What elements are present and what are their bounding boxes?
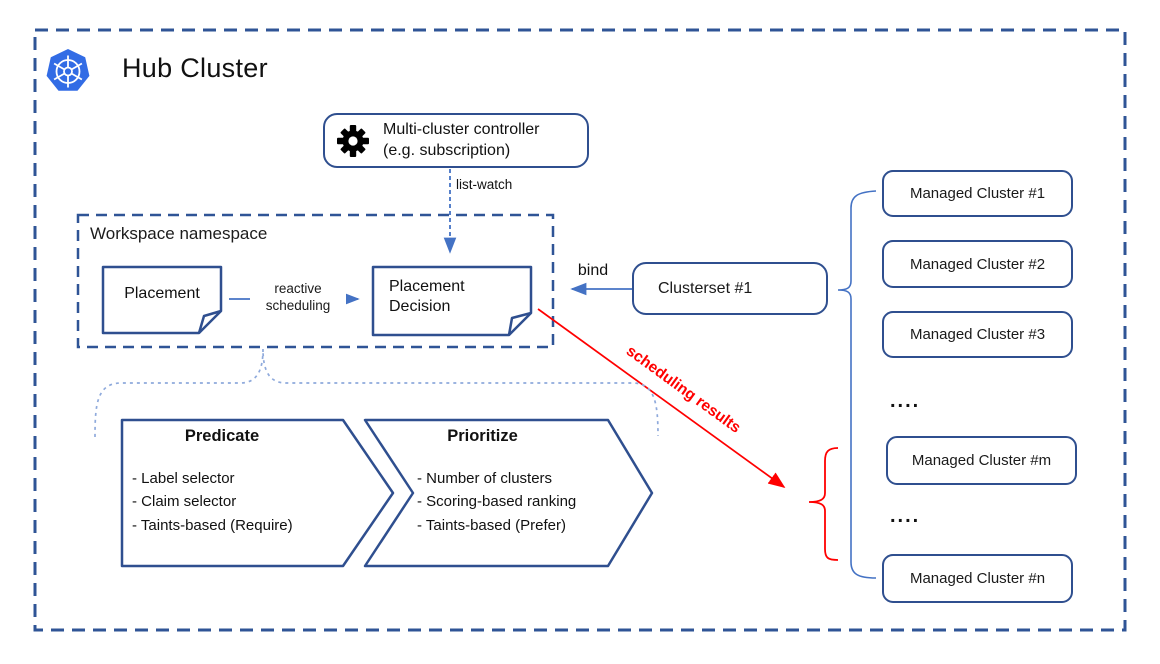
cluster-ellipsis-bottom: .... (890, 505, 921, 527)
scheduling-phases-brace (94, 348, 659, 438)
clusterset-label: Clusterset #1 (658, 279, 753, 297)
managed-cluster-3-box: Managed Cluster #3 (882, 311, 1073, 358)
managed-cluster-1-label: Managed Cluster #1 (909, 185, 1046, 202)
predicate-item-label-selector: - Label selector (132, 470, 235, 487)
managed-cluster-n-box: Managed Cluster #n (882, 554, 1073, 603)
placement-decision-line1: Placement (389, 278, 465, 295)
predicate-items: - Label selector - Claim selector - Tain… (132, 467, 293, 537)
list-watch-label: list-watch (456, 177, 513, 192)
workspace-namespace-title: Workspace namespace (90, 224, 268, 243)
predicate-item-claim-selector: - Claim selector (132, 493, 237, 511)
reactive-label-line2: scheduling (265, 298, 331, 313)
scheduling-results-label: scheduling results (622, 342, 744, 437)
placement-doc-fold (197, 309, 222, 334)
multi-cluster-controller-box: Multi-cluster controller (e.g. subscript… (323, 113, 589, 168)
managed-cluster-n-label: Managed Cluster #n (909, 570, 1046, 587)
controller-label: Multi-cluster controller (e.g. subscript… (383, 120, 539, 162)
prioritize-item-number-of-clusters: - Number of clusters (417, 470, 553, 487)
prioritize-item-taints-prefer: - Taints-based (Prefer) (417, 516, 566, 534)
gear-icon (337, 124, 369, 157)
scheduling-results-arrow (537, 308, 786, 488)
page-title: Hub Cluster (122, 53, 268, 83)
reactive-label-line1: reactive (274, 281, 322, 296)
prioritize-item-scoring-ranking: - Scoring-based ranking (417, 493, 577, 511)
managed-cluster-m-box: Managed Cluster #m (886, 436, 1077, 485)
controller-label-line1: Multi-cluster controller (383, 120, 540, 138)
cluster-ellipsis-top: .... (890, 390, 921, 412)
prioritize-items: - Number of clusters - Scoring-based ran… (417, 467, 576, 537)
managed-cluster-2-label: Managed Cluster #2 (909, 255, 1046, 273)
clusterset-brace (837, 190, 877, 579)
managed-cluster-3-label: Managed Cluster #3 (909, 326, 1046, 343)
placement-decision-label: Placement Decision (389, 277, 465, 317)
reactive-scheduling-label: reactive scheduling (250, 279, 346, 315)
controller-label-line2: (e.g. subscription) (383, 141, 511, 159)
managed-cluster-2-box: Managed Cluster #2 (882, 240, 1073, 288)
bind-label: bind (577, 262, 609, 279)
managed-cluster-m-label: Managed Cluster #m (911, 452, 1052, 469)
kubernetes-icon (46, 49, 90, 91)
clusterset-box: Clusterset #1 (632, 262, 828, 315)
placement-decision-doc-fold (507, 311, 532, 336)
prioritize-title: Prioritize (447, 427, 518, 445)
placement-label: Placement (124, 285, 200, 302)
predicate-item-taints-require: - Taints-based (Require) (132, 516, 293, 534)
selected-clusters-brace (808, 447, 839, 561)
predicate-title: Predicate (184, 427, 260, 445)
placement-decision-line2: Decision (389, 298, 451, 315)
managed-cluster-1-box: Managed Cluster #1 (882, 170, 1073, 217)
